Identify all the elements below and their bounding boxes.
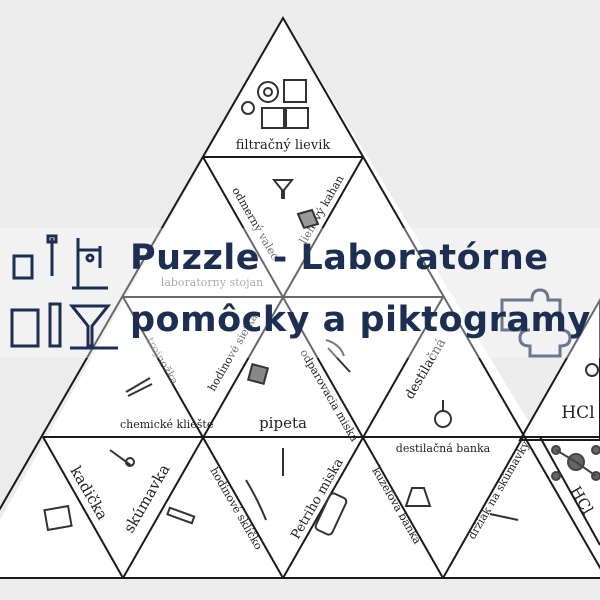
dropper-icon xyxy=(46,234,58,276)
funnel-icon xyxy=(271,179,295,199)
title-banner: Puzzle - Laboratórne pomôcky a piktogram… xyxy=(0,228,600,358)
beaker-large-icon xyxy=(10,308,40,348)
funnel-large-icon xyxy=(68,304,112,348)
beaker-icon xyxy=(43,504,73,532)
burner-icon xyxy=(296,208,320,230)
stand-icon xyxy=(72,238,108,290)
watch-glass-icon xyxy=(245,479,267,521)
puzzle-piece-icon xyxy=(500,288,572,358)
cycle-icon xyxy=(585,363,599,377)
test-tube-large-icon xyxy=(48,302,62,348)
mesh-icon xyxy=(246,362,270,386)
flask-icon xyxy=(434,400,452,428)
piece-label-laboratorny-stojan: laboratorny stojan xyxy=(161,276,263,289)
spatula-icon xyxy=(325,339,351,373)
tongs-icon xyxy=(125,377,153,397)
beaker-top-icon xyxy=(12,254,34,280)
piece-label-chemicke-klieste: chemické kliešte xyxy=(120,418,213,431)
title-line-2: pomôcky a piktogramy xyxy=(130,300,591,340)
molecule-icon xyxy=(551,445,600,481)
piece-label-hcl-top: HCl xyxy=(561,403,594,423)
holder-icon xyxy=(489,513,519,521)
triangle-grid xyxy=(0,15,600,579)
test-tube-icon xyxy=(166,506,196,525)
piece-label-filtracny-lievik: filtračný lievik xyxy=(236,138,331,153)
gears-puzzle-icon xyxy=(241,79,309,129)
piece-label-destilacna-banka: destilačná banka xyxy=(396,442,491,455)
petri-dish-icon xyxy=(314,492,348,536)
piece-label-pipeta: pipeta xyxy=(259,414,307,432)
conical-flask-icon xyxy=(404,487,432,507)
title-line-1: Puzzle - Laboratórne xyxy=(130,238,549,278)
lab-equipment-icons xyxy=(10,234,118,350)
right-piece xyxy=(518,297,600,441)
tongs-small-icon xyxy=(109,449,135,467)
